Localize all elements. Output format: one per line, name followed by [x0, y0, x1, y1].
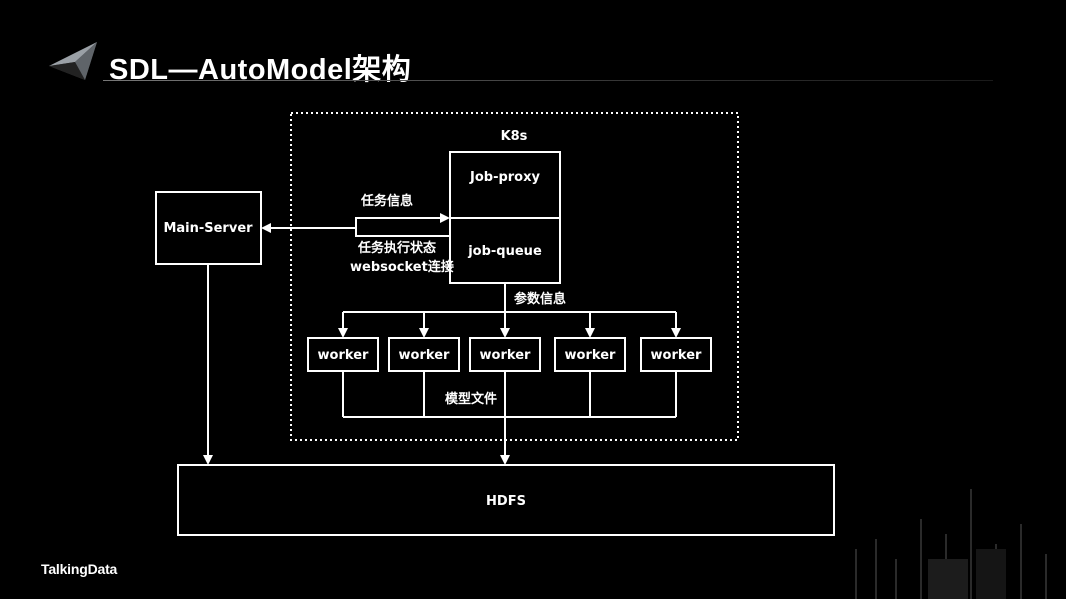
edge-task-status: [261, 223, 449, 237]
main-server-label: Main-Server: [163, 221, 253, 236]
worker-label-4: worker: [565, 348, 616, 363]
skyline-decoration: [855, 489, 1047, 599]
worker-label-3: worker: [480, 348, 531, 363]
title-divider: [103, 80, 993, 81]
title-bar: SDL—AutoModel架构: [45, 40, 1005, 90]
job-proxy-node: [449, 151, 561, 219]
job-proxy-label: Job-proxy: [469, 170, 541, 185]
hdfs-label: HDFS: [486, 494, 526, 509]
job-queue-label: job-queue: [467, 244, 542, 259]
worker-label-2: worker: [399, 348, 450, 363]
edge-task-info-label: 任务信息: [360, 193, 413, 209]
worker-label-5: worker: [651, 348, 702, 363]
logo-icon: [49, 42, 97, 80]
worker-label-1: worker: [318, 348, 369, 363]
k8s-group-border: [290, 112, 739, 441]
edge-params-label: 参数信息: [514, 291, 566, 307]
brand-logo: TalkingData: [41, 561, 118, 577]
edge-task-status-label-2: websocket连接: [350, 259, 454, 275]
edge-task-info: [355, 213, 450, 236]
hdfs-node: [177, 464, 835, 536]
edge-model-files-label: 模型文件: [445, 391, 497, 407]
edge-task-status-label-1: 任务执行状态: [357, 240, 436, 256]
k8s-group-label: K8s: [501, 129, 528, 144]
